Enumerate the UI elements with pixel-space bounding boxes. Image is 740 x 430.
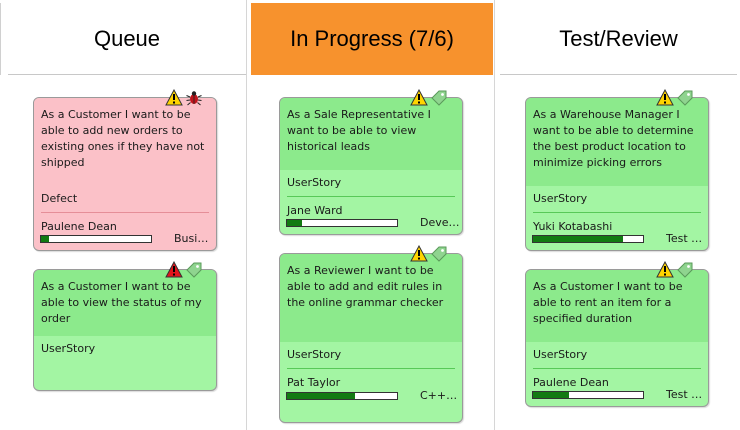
card-type: UserStory [533,348,588,361]
card-owner: Paulene Dean [533,376,609,389]
column-header-in-progress[interactable]: In Progress (7/6) [251,3,493,75]
column-divider [0,3,1,75]
kanban-card[interactable]: As a Reviewer I want to be able to add a… [279,253,463,423]
kanban-card[interactable]: As a Sale Representative I want to be ab… [279,97,463,235]
card-category: Test A… [666,232,706,245]
card-type: UserStory [287,176,342,189]
warning-icon [656,261,674,278]
column-title: In Progress (7/6) [290,26,454,51]
card-type: UserStory [533,192,588,205]
card-description-area: As a Customer I want to be able to add n… [34,98,216,186]
card-description: As a Customer I want to be able to rent … [533,280,683,325]
tag-icon [430,89,448,106]
card-description-area: As a Warehouse Manager I want to be able… [526,98,708,186]
card-description: As a Warehouse Manager I want to be able… [533,108,694,169]
card-owner: Paulene Dean [41,220,117,233]
card-description-area: As a Customer I want to be able to rent … [526,270,708,342]
card-owner: Jane Ward [287,204,343,217]
card-category: Busin… [174,232,214,245]
kanban-card[interactable]: As a Customer I want to be able to add n… [33,97,217,251]
tag-icon [676,89,694,106]
progress-fill [287,220,303,226]
progress-bar [286,392,398,400]
progress-bar [532,235,644,243]
card-description-area: As a Sale Representative I want to be ab… [280,98,462,170]
warning-icon [410,89,428,106]
card-icons [165,261,203,278]
column-divider [246,0,247,430]
warning-icon [656,89,674,106]
column-header-test-review[interactable]: Test/Review [500,3,737,75]
card-category: Devel… [420,216,460,229]
card-icons [165,89,203,106]
card-description: As a Customer I want to be able to view … [41,280,202,325]
card-icons [656,261,694,278]
card-type: UserStory [287,348,342,361]
card-category: Test A… [666,388,706,401]
progress-fill [533,392,570,398]
card-type: UserStory [41,342,96,355]
column-divider [494,0,495,430]
progress-fill [41,236,49,242]
progress-fill [533,236,624,242]
card-description-area: As a Customer I want to be able to view … [34,270,216,336]
card-divider [287,196,455,197]
tag-icon [185,261,203,278]
card-description: As a Customer I want to be able to add n… [41,108,205,169]
error-warning-icon [165,261,183,278]
column-title: Test/Review [559,25,678,51]
card-type: Defect [41,192,78,205]
card-icons [410,89,448,106]
kanban-card[interactable]: As a Customer I want to be able to view … [33,269,217,391]
kanban-card[interactable]: As a Warehouse Manager I want to be able… [525,97,709,251]
card-description: As a Reviewer I want to be able to add a… [287,264,444,309]
column-header-queue[interactable]: Queue [8,3,246,75]
column-title: Queue [93,25,161,51]
warning-icon [165,89,183,106]
progress-bar [532,391,644,399]
card-owner: Yuki Kotabashi [533,220,613,233]
progress-bar [40,235,152,243]
card-category: C++ Pr… [420,389,460,402]
progress-bar [286,219,398,227]
card-divider [533,212,701,213]
card-icons [656,89,694,106]
card-divider [41,212,209,213]
bug-icon [185,89,203,106]
progress-fill [287,393,356,399]
kanban-card[interactable]: As a Customer I want to be able to rent … [525,269,709,407]
card-divider [533,368,701,369]
card-description-area: As a Reviewer I want to be able to add a… [280,254,462,342]
card-divider [287,368,455,369]
tag-icon [676,261,694,278]
card-owner: Pat Taylor [287,376,341,389]
card-icons [410,245,448,262]
warning-icon [410,245,428,262]
card-description: As a Sale Representative I want to be ab… [287,108,431,153]
tag-icon [430,245,448,262]
